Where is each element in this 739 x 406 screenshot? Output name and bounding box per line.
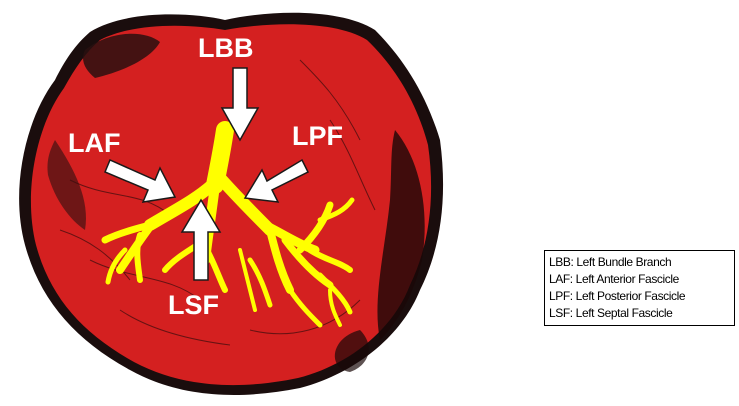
legend-item-lbb: LBB: Left Bundle Branch — [549, 254, 734, 271]
legend: LBB: Left Bundle Branch LAF: Left Anteri… — [544, 250, 735, 326]
legend-item-laf: LAF: Left Anterior Fascicle — [549, 271, 734, 288]
legend-item-lpf: LPF: Left Posterior Fascicle — [549, 288, 734, 305]
label-lsf: LSF — [168, 290, 219, 320]
legend-item-lsf: LSF: Left Septal Fascicle — [549, 305, 734, 322]
label-lbb: LBB — [198, 33, 254, 63]
label-laf: LAF — [68, 128, 120, 158]
myocardium — [31, 24, 431, 385]
label-lpf: LPF — [292, 121, 343, 151]
